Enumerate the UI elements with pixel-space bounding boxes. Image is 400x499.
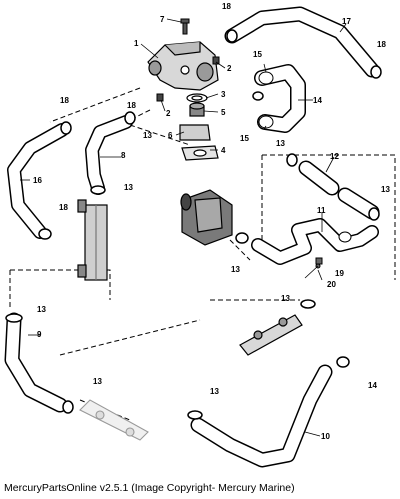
callout-17: 17 [342, 17, 351, 26]
callout-1: 1 [134, 39, 139, 48]
callout-6: 6 [168, 131, 173, 140]
callout-3: 3 [221, 90, 226, 99]
hose-9 [4, 312, 68, 413]
callout-19: 19 [335, 269, 344, 278]
callout-13-c: 13 [276, 139, 285, 148]
callout-2-lower: 2 [166, 109, 171, 118]
hose-8 [85, 115, 133, 195]
hose-14 [254, 64, 306, 133]
cooler-bottom [79, 399, 149, 441]
callout-4: 4 [221, 146, 226, 155]
callout-13-h: 13 [93, 377, 102, 386]
cooler-mid [239, 314, 303, 356]
callout-labels: 1 2 2 3 4 5 6 7 8 9 10 11 12 13 13 13 13… [33, 2, 390, 441]
callout-8: 8 [121, 151, 126, 160]
thermostat-stack [179, 93, 219, 161]
callout-2-upper: 2 [227, 64, 232, 73]
callout-13-i: 13 [210, 387, 219, 396]
heat-exchanger [77, 199, 108, 281]
callout-18-a: 18 [222, 2, 231, 11]
bolt [180, 18, 190, 35]
hose-11 [251, 218, 379, 265]
thermostat-housing [147, 41, 219, 91]
callout-15-lower: 15 [240, 134, 249, 143]
callout-20: 20 [327, 280, 336, 289]
callout-5: 5 [221, 108, 226, 117]
callout-13-f: 13 [281, 294, 290, 303]
callout-18-c: 18 [60, 96, 69, 105]
callout-14: 14 [313, 96, 322, 105]
hose-17 [224, 6, 380, 78]
callout-7: 7 [160, 15, 165, 24]
callout-11: 11 [317, 206, 326, 215]
callout-18-b: 18 [377, 40, 386, 49]
callout-16: 16 [33, 176, 42, 185]
callout-9: 9 [37, 330, 42, 339]
callout-13-a: 13 [143, 131, 152, 140]
callout-15-upper: 15 [253, 50, 262, 59]
callout-13-g: 13 [37, 305, 46, 314]
pump [180, 189, 233, 246]
callout-12: 12 [330, 152, 339, 161]
callout-13-j: 14 [368, 381, 377, 390]
callout-13-b: 13 [124, 183, 133, 192]
hose-10 [190, 364, 333, 468]
callout-13-d: 13 [381, 185, 390, 194]
callout-10: 10 [321, 432, 330, 441]
callout-13-e: 13 [231, 265, 240, 274]
hose-12 [298, 160, 380, 220]
leader-lines [20, 18, 347, 437]
image-copyright-caption: MercuryPartsOnline v2.5.1 (Image Copyrig… [4, 482, 295, 494]
callout-18-e: 18 [127, 101, 136, 110]
callout-18-d: 18 [59, 203, 68, 212]
hose-16 [7, 123, 69, 239]
fittings [156, 56, 220, 102]
hose-clamps [5, 29, 382, 420]
